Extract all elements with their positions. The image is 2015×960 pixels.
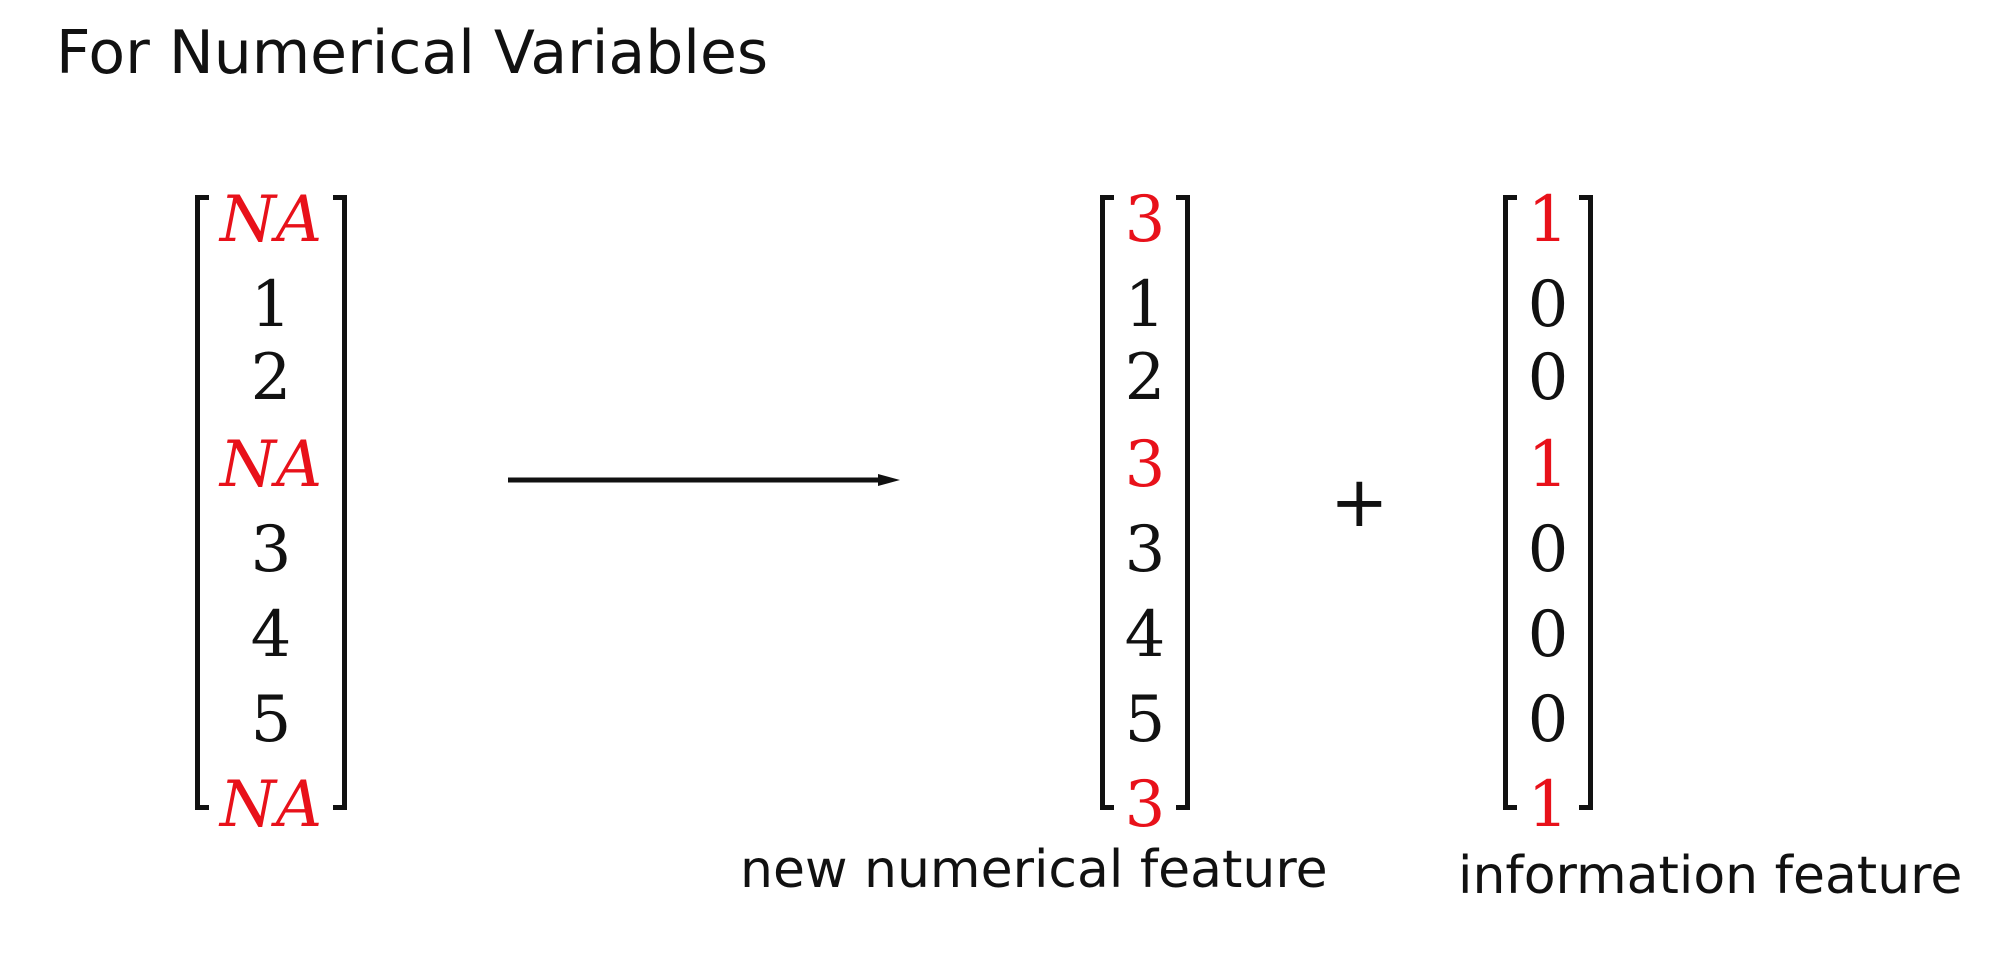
new-feature-cell: 3 (1124, 768, 1166, 842)
info-feature-cell: 0 (1527, 268, 1569, 342)
new-feature-cell: 4 (1124, 598, 1166, 672)
new-feature-cell: 1 (1124, 268, 1166, 342)
input-vector-cell: 3 (250, 513, 292, 587)
info-feature-cell: 0 (1527, 683, 1569, 757)
input-vector-cell: 2 (250, 341, 292, 415)
new-feature-cell: 5 (1124, 683, 1166, 757)
input-vector-cell: NA (219, 768, 323, 842)
plus-operator: + (1330, 461, 1389, 543)
input-vector-cell: 4 (250, 598, 292, 672)
new-feature-cell: 3 (1124, 183, 1166, 257)
input-vector-cell: NA (219, 428, 323, 502)
info-feature-caption: information feature (1458, 846, 1963, 906)
info-feature-cell: 1 (1527, 183, 1569, 257)
info-feature-cell: 1 (1527, 428, 1569, 502)
info-feature-cell: 1 (1527, 768, 1569, 842)
input-vector-cell: 5 (250, 683, 292, 757)
new-feature-cell: 2 (1124, 341, 1166, 415)
page-title: For Numerical Variables (56, 18, 769, 88)
input-vector-cell: NA (219, 183, 323, 257)
info-feature-cell: 0 (1527, 598, 1569, 672)
info-feature-cell: 0 (1527, 513, 1569, 587)
new-feature-caption: new numerical feature (740, 840, 1328, 900)
info-feature-cell: 0 (1527, 341, 1569, 415)
input-vector-cell: 1 (250, 268, 292, 342)
new-feature-cell: 3 (1124, 513, 1166, 587)
transform-arrow-icon (508, 474, 900, 486)
new-feature-cell: 3 (1124, 428, 1166, 502)
